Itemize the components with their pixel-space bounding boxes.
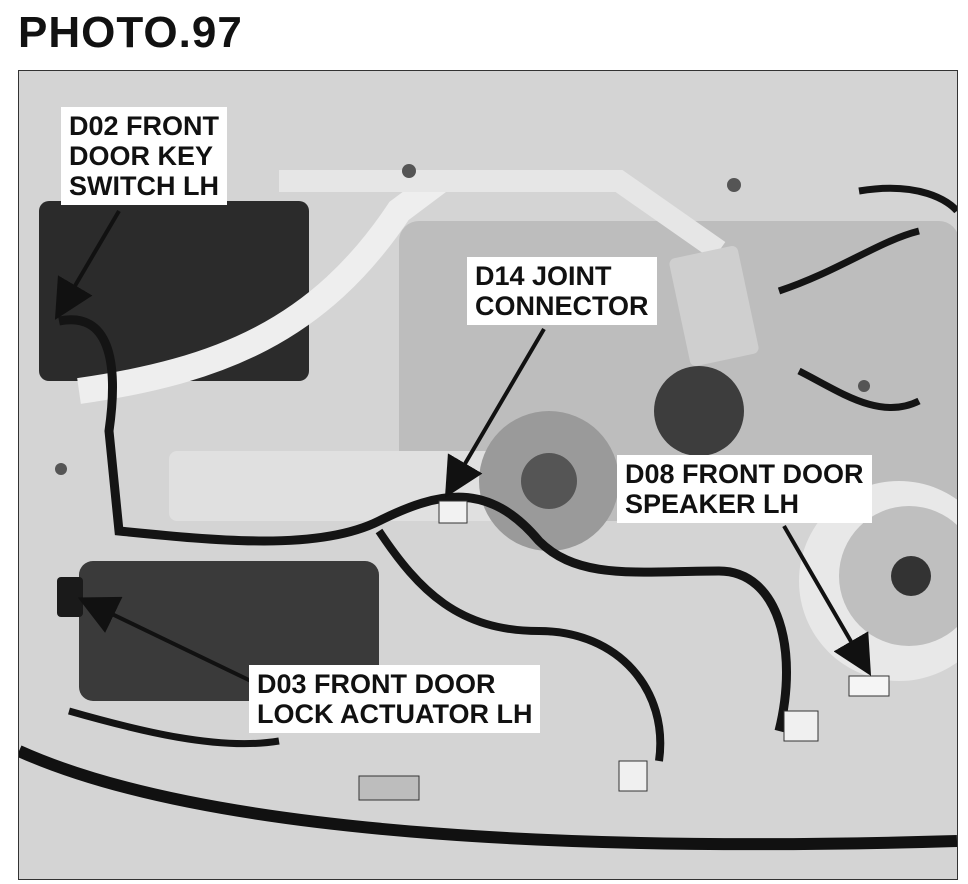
- arrow-d14: [444, 327, 546, 498]
- mounting-hole: [858, 380, 870, 392]
- door-panel-photo: D02 FRONT DOOR KEY SWITCH LH D14 JOINT C…: [18, 70, 958, 880]
- wiring-harness-right: [777, 184, 957, 412]
- door-weatherstrip: [19, 745, 957, 851]
- photo-title: PHOTO.97: [18, 8, 243, 57]
- motor-housing: [669, 246, 759, 366]
- lower-connector: [358, 775, 420, 801]
- regulator-hub: [521, 453, 577, 509]
- joint-connector: [438, 500, 468, 524]
- arrow-d03: [77, 596, 256, 685]
- harness-connector: [783, 710, 819, 742]
- wiring-harness-lock: [68, 707, 280, 748]
- harness-connector-2: [618, 760, 648, 792]
- callout-d08: D08 FRONT DOOR SPEAKER LH: [617, 455, 872, 523]
- callout-d14: D14 JOINT CONNECTOR: [467, 257, 657, 325]
- regulator-rail-top: [279, 170, 726, 261]
- callout-d03: D03 FRONT DOOR LOCK ACTUATOR LH: [249, 665, 541, 733]
- window-motor: [654, 366, 744, 456]
- speaker-connector: [848, 675, 890, 697]
- regulator-rail-left: [77, 170, 447, 404]
- arrow-d08: [782, 524, 872, 676]
- lock-actuator-connector: [57, 577, 83, 617]
- upper-left-cavity: [39, 201, 309, 381]
- mounting-hole: [402, 164, 416, 178]
- wiring-harness-lower: [375, 528, 665, 762]
- mounting-hole: [55, 463, 67, 475]
- speaker-dustcap: [891, 556, 931, 596]
- mounting-hole: [727, 178, 741, 192]
- callout-d02: D02 FRONT DOOR KEY SWITCH LH: [61, 107, 228, 205]
- arrow-d02: [54, 209, 121, 320]
